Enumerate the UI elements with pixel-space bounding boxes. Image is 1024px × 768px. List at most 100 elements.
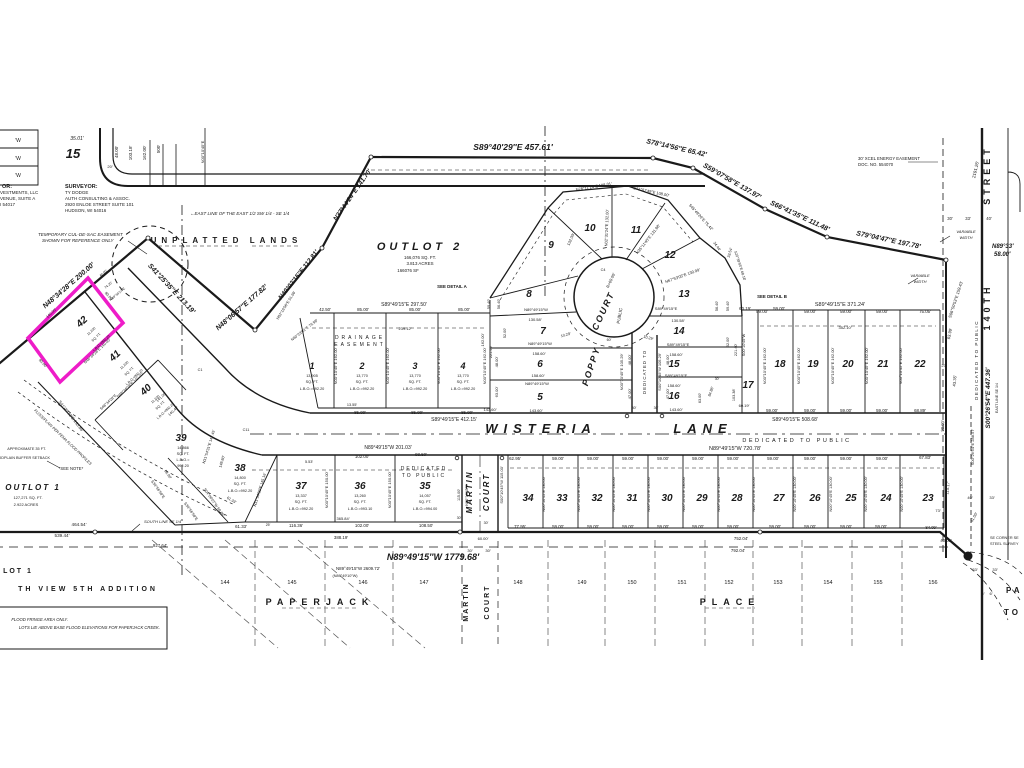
dimension-label: 30′ xyxy=(654,406,659,410)
lot-22-label: 22 xyxy=(913,359,926,370)
ghost-parcel-lines xyxy=(254,540,903,648)
dimension-label: 43.35′ xyxy=(952,375,958,387)
street-name-poppy-court: POPPY xyxy=(580,345,602,387)
dimension-label: R=60.00′ xyxy=(605,272,616,289)
dimension-label: S71°07′49″E 108.00′ xyxy=(633,185,670,198)
dimension-label: COURT xyxy=(482,473,491,511)
dimension-label: N00°10′45″E 130.00′ xyxy=(864,476,868,511)
dimension-label: 221.40′ xyxy=(734,344,738,357)
dimension-label: L.B.O.=992.20 xyxy=(289,507,314,511)
dimension-label: 59.00′ xyxy=(769,524,781,529)
dimension-label: N00°10′45″E 162.00′ xyxy=(333,347,338,384)
dimension-label: 59.00′ xyxy=(657,456,669,461)
dimension-label: 84.86′ xyxy=(707,386,714,397)
dimension-label: 59.40′ xyxy=(726,301,730,312)
dimension-label: 539.44′ xyxy=(55,533,70,538)
dimension-label: 103.18′ xyxy=(128,146,133,161)
dimension-label: 59.00′ xyxy=(692,524,704,529)
dimension-label: S34°56′58″E xyxy=(183,502,199,522)
block-15-label: 15 xyxy=(66,146,81,161)
nw-road-lower-edge xyxy=(84,291,263,456)
dimension-label: 59.00′ xyxy=(727,524,739,529)
dimension-label: 158.60′ xyxy=(532,373,545,378)
dimension-label: *SEE NOTE* xyxy=(59,466,84,471)
street-name-place: PLACE xyxy=(700,597,761,607)
dimension-label: 13,905 xyxy=(306,374,318,378)
dimension-label: N00°10′45″E 162.00′ xyxy=(436,347,441,384)
lot-9-label: 9 xyxy=(548,240,554,251)
dimension-label: S89°49′15″E 412.15′ xyxy=(431,417,477,423)
lot-16-label: 16 xyxy=(668,391,680,402)
dimension-label: S89°49′15″E 508.68′ xyxy=(772,417,818,423)
dimension-label: 90.00′ xyxy=(940,420,946,432)
dimension-label: N89°49′15″W 2609.72′ xyxy=(336,566,380,571)
dimension-label: S00°26′54″E 447.36′ xyxy=(984,367,992,428)
dimension-label: N48°34′28″E 140.00′ xyxy=(83,338,111,365)
dimension-label: 162.00′ xyxy=(480,333,485,346)
dimension-label: WIDTH xyxy=(959,235,972,240)
surveyor-label: SURVEYOR: xyxy=(65,184,98,190)
dimension-label: S78°14′56″E 65.42′ xyxy=(646,137,708,159)
dimension-label: 148.80′ xyxy=(218,455,226,468)
dimension-label: N00°10′45″E 162.00′ xyxy=(385,347,390,384)
dimension-label: L.B.O.=992.20 xyxy=(403,387,428,391)
ghost-parcel-147: 147 xyxy=(419,580,428,586)
dimension-label: 85.00′ xyxy=(409,307,421,312)
dimension-label: L.B.O.=992.20 xyxy=(451,387,476,391)
dimension-label: APPROXIMATE 35 FT. xyxy=(7,447,46,451)
dimension-label: 34.44′ xyxy=(712,241,721,252)
dimension-label: VESTMENTS, LLC xyxy=(0,190,39,195)
dimension-label: 59.00′ xyxy=(773,306,785,311)
monument xyxy=(690,165,696,171)
dimension-label: N31°54′32″E 145.16′ xyxy=(253,472,267,507)
dimension-label: SQ. FT. xyxy=(419,500,432,504)
dimension-label: 48.00′ xyxy=(627,354,632,365)
dimension-label: 30′ xyxy=(485,548,490,553)
dimension-label: 60.19′ xyxy=(739,403,750,408)
dimension-label: N89°49′15″W xyxy=(524,307,548,312)
dimension-label: 13,260 xyxy=(354,494,366,498)
dimension-label: 14,057 xyxy=(419,494,431,498)
highlighted-lot-42[interactable] xyxy=(25,275,126,385)
lot-28-label: 28 xyxy=(730,493,743,504)
ghost-parcel-156: 156 xyxy=(928,580,937,586)
dimension-label: N00°10′45″E 162.00′ xyxy=(762,347,767,384)
monument xyxy=(454,455,460,461)
dimension-label: 85.00′ xyxy=(458,307,470,312)
ghost-parcel-150: 150 xyxy=(627,580,636,586)
dimension-label: 68.90′ xyxy=(163,469,172,480)
dimension-label: S00°26′54″E 288.57′ xyxy=(970,428,975,465)
lots-14-17-lines xyxy=(658,310,759,413)
dimension-label: 5.53′ xyxy=(305,460,313,464)
monument xyxy=(659,413,665,419)
dimension-label: N00°10′45″E 130.00′ xyxy=(717,476,721,511)
lot-3-label: 3 xyxy=(412,361,417,371)
dimension-label: 143.60′ xyxy=(484,407,497,412)
dimension-label: N00°10′45″E 130.00′ xyxy=(793,476,797,511)
dimension-label: EASEMENT xyxy=(334,342,386,348)
lot-33-label: 33 xyxy=(556,493,568,504)
owner-label: OR: xyxy=(2,184,12,190)
lot-1-label: 1 xyxy=(309,361,314,371)
bottom-lots-lines xyxy=(507,455,945,529)
ghost-parcel-155: 155 xyxy=(873,580,882,586)
dimension-label: I 54017 xyxy=(0,202,16,207)
dimension-label: TO PUBLIC xyxy=(402,473,446,479)
dimension-label: 60.19′ xyxy=(739,306,751,311)
dimension-label: 41.00′ xyxy=(969,511,979,523)
dimension-label: 3.813 ACRES xyxy=(406,261,433,266)
dimension-label: 352.10′ xyxy=(839,325,852,330)
dimension-label: 30′ xyxy=(457,516,462,520)
dimension-label: SQ. FT. xyxy=(356,380,369,384)
dimension-label: N48°34′28″E 200.00′ xyxy=(41,261,96,311)
dimension-label: N89°49′15″W 201.03′ xyxy=(364,445,411,451)
dimension-label: 62.95′ xyxy=(509,456,521,461)
dimension-label: SQ. FT. xyxy=(457,380,470,384)
dimension-label: 115.00′ xyxy=(457,489,461,501)
dimension-label: 388.19′ xyxy=(334,535,348,540)
dimension-label: STEEL SURVEY xyxy=(990,542,1019,546)
dimension-label: S45°49′26″E 75.42′ xyxy=(688,203,715,232)
dimension-label: 221.40′ xyxy=(489,346,493,359)
lot-13-label: 13 xyxy=(678,289,690,300)
